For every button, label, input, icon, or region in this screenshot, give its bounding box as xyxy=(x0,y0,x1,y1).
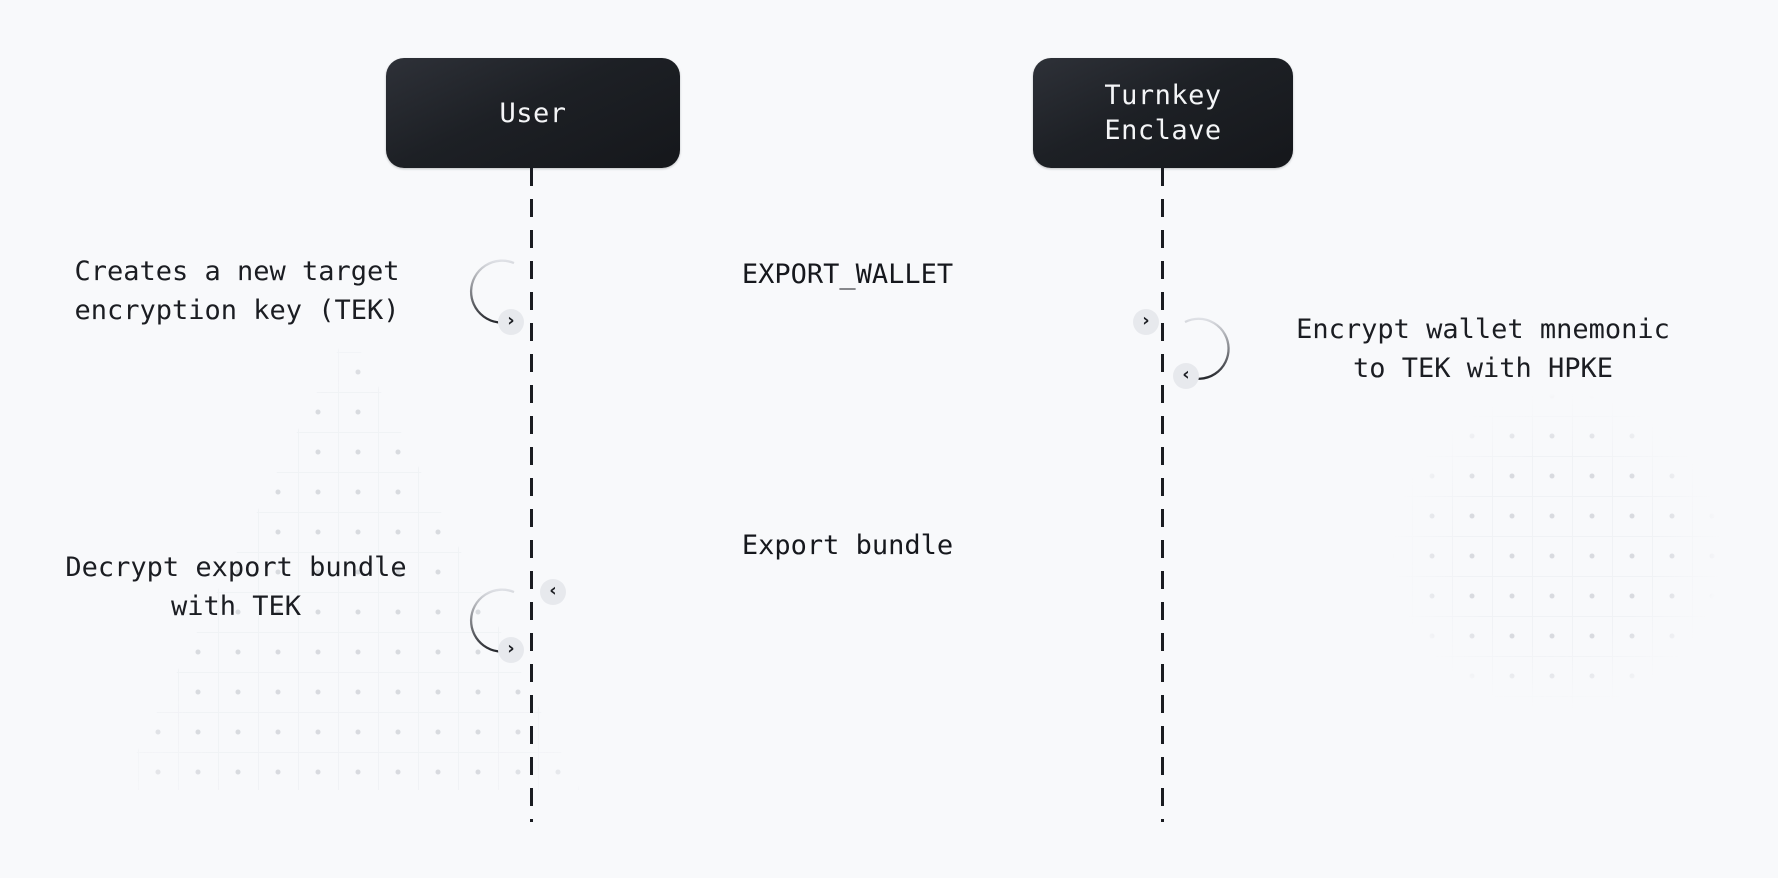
actor-box-user: User xyxy=(386,58,680,168)
actor-label-user: User xyxy=(499,97,567,129)
chevron-right-icon: › xyxy=(498,637,524,663)
lifeline-user xyxy=(530,168,533,822)
chevron-right-icon: › xyxy=(498,309,524,335)
note-create-tek: Creates a new target encryption key (TEK… xyxy=(74,256,400,326)
chevron-left-icon: ‹ xyxy=(540,579,566,605)
chevron-right-icon: › xyxy=(1133,309,1159,335)
self-loop-encrypt-mnemonic xyxy=(1184,317,1230,380)
chevron-left-icon: ‹ xyxy=(1173,363,1199,389)
message-label-export-bundle: Export bundle xyxy=(741,530,954,561)
self-loop-create-tek xyxy=(469,259,515,324)
actor-box-turnkey-enclave: Turnkey Enclave xyxy=(1033,58,1293,168)
message-label-export-wallet: EXPORT_WALLET xyxy=(741,259,954,290)
note-decrypt-bundle: Decrypt export bundle with TEK xyxy=(65,552,407,622)
lifeline-turnkey-enclave xyxy=(1161,168,1164,822)
actor-label-turnkey-enclave: Turnkey Enclave xyxy=(1104,80,1222,146)
note-encrypt-mnemonic: Encrypt wallet mnemonic to TEK with HPKE xyxy=(1296,314,1670,384)
